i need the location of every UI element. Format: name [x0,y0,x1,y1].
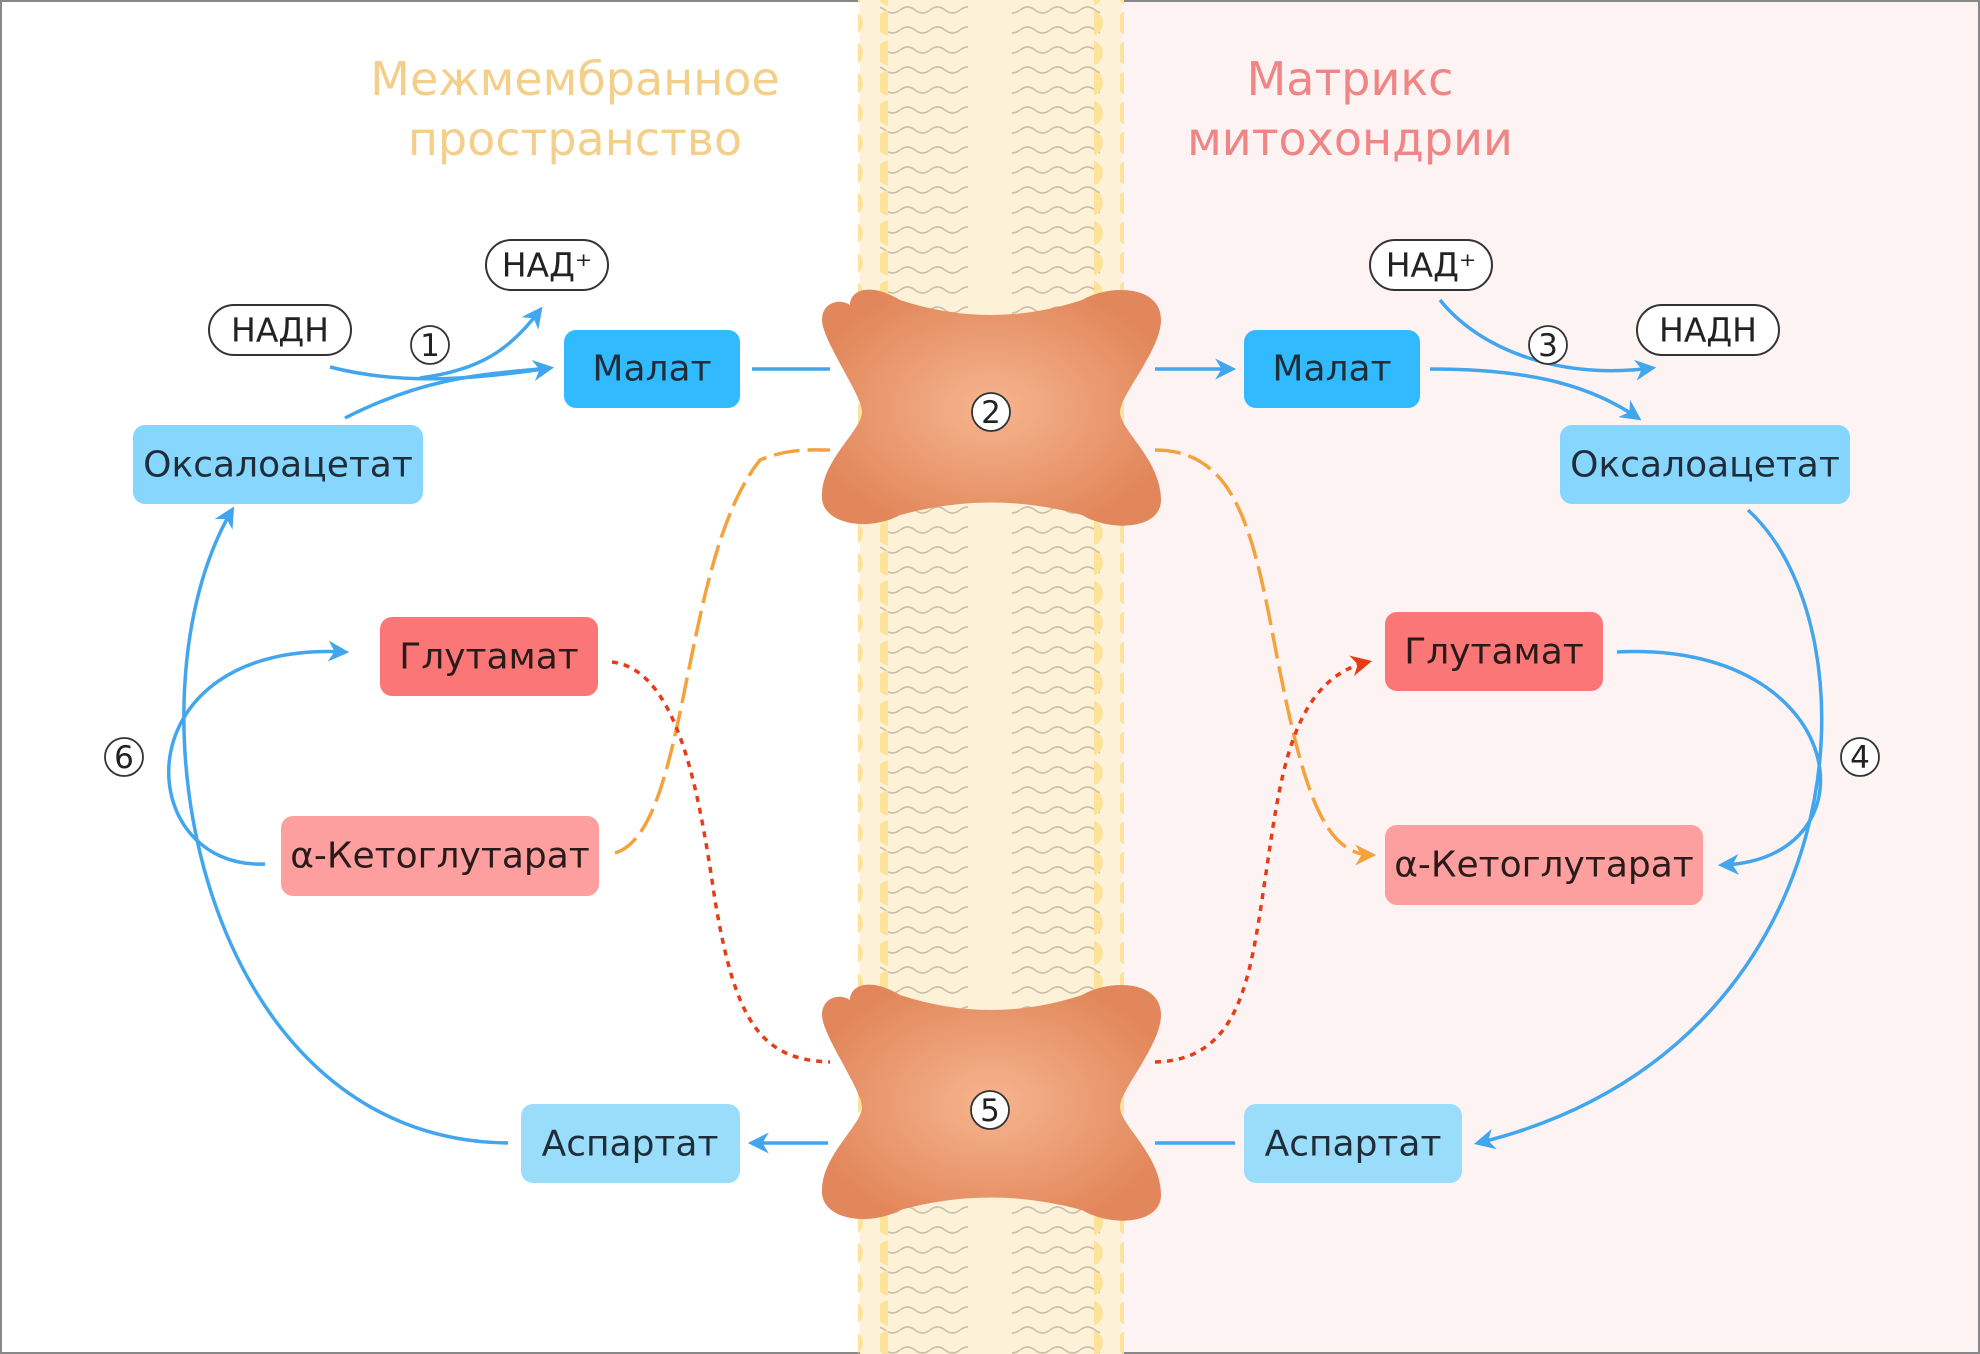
svg-text:Оксалоацетат: Оксалоацетат [1570,445,1840,486]
nad-plus-right-pill: НАД⁺ [1369,239,1493,291]
svg-text:НАДН: НАДН [231,311,329,350]
arrow-oxaloacetate-to-malate-left [344,366,551,420]
svg-text:α-Кетоглутарат: α-Кетоглутарат [1394,845,1694,886]
dotted-glutamate-left-to-transporter [611,660,831,1064]
dashed-transporter-to-akg-right [1154,448,1377,866]
svg-text:Малат: Малат [592,349,711,390]
title-intermembrane-line1: Межмембранное [370,52,780,106]
step-4-marker: 4 [1840,737,1880,777]
svg-text:α-Кетоглутарат: α-Кетоглутарат [290,836,590,877]
svg-text:Аспартат: Аспартат [542,1124,719,1165]
oxaloacetate-left-box: Оксалоацетат [133,425,423,504]
svg-text:НАД⁺: НАД⁺ [1386,246,1477,285]
nadh-left-pill: НАДН [208,304,352,356]
oxaloacetate-right-box: Оксалоацетат [1560,425,1850,504]
nad-plus-left-pill: НАД⁺ [485,239,609,291]
svg-text:2: 2 [981,395,1001,431]
svg-text:Оксалоацетат: Оксалоацетат [143,445,413,486]
svg-text:4: 4 [1850,740,1870,776]
aspartate-left-box: Аспартат [521,1104,740,1183]
arrow-nad-plus-to-nadh-right [1438,298,1657,381]
aspartate-right-box: Аспартат [1244,1104,1462,1183]
svg-text:6: 6 [114,740,134,776]
title-intermembrane-line2: пространство [408,112,742,166]
glutamate-left-box: Глутамат [380,617,598,696]
title-matrix-line2: митохондрии [1187,112,1513,166]
svg-text:Глутамат: Глутамат [1404,632,1584,673]
arrow-oxaloacetate-to-aspartate-right [1473,508,1824,1150]
nadh-right-pill: НАДН [1636,304,1780,356]
glutamate-right-box: Глутамат [1385,612,1603,691]
step-3-marker: 3 [1528,325,1568,365]
akg-right-box: α-Кетоглутарат [1385,825,1703,905]
svg-text:1: 1 [420,328,440,364]
svg-text:Глутамат: Глутамат [399,637,579,678]
step-6-marker: 6 [104,737,144,777]
title-matrix-line1: Матрикс [1247,52,1454,106]
arrow-to-nad-plus-left [419,306,543,380]
arrow-aspartate-to-oxaloacetate-left [182,506,509,1145]
step-1-marker: 1 [410,325,450,365]
svg-text:НАД⁺: НАД⁺ [502,246,593,285]
malate-left-box: Малат [564,330,740,408]
svg-text:3: 3 [1538,328,1558,364]
malate-right-box: Малат [1244,330,1420,408]
dotted-transporter-to-glutamate-right [1154,655,1373,1064]
step-5-marker: 5 [970,1090,1010,1130]
svg-text:НАДН: НАДН [1659,311,1757,350]
svg-text:5: 5 [980,1093,1000,1129]
akg-left-box: α-Кетоглутарат [281,816,599,896]
svg-text:Малат: Малат [1272,349,1391,390]
dashed-akg-left-to-transporter [614,448,831,855]
svg-text:Аспартат: Аспартат [1265,1124,1442,1165]
arrow-malate-to-oxaloacetate-right [1429,367,1642,421]
step-2-marker: 2 [971,392,1011,432]
arrow-glutamate-to-akg-right [1616,649,1823,875]
arrow-akg-to-glutamate-left [167,640,350,866]
